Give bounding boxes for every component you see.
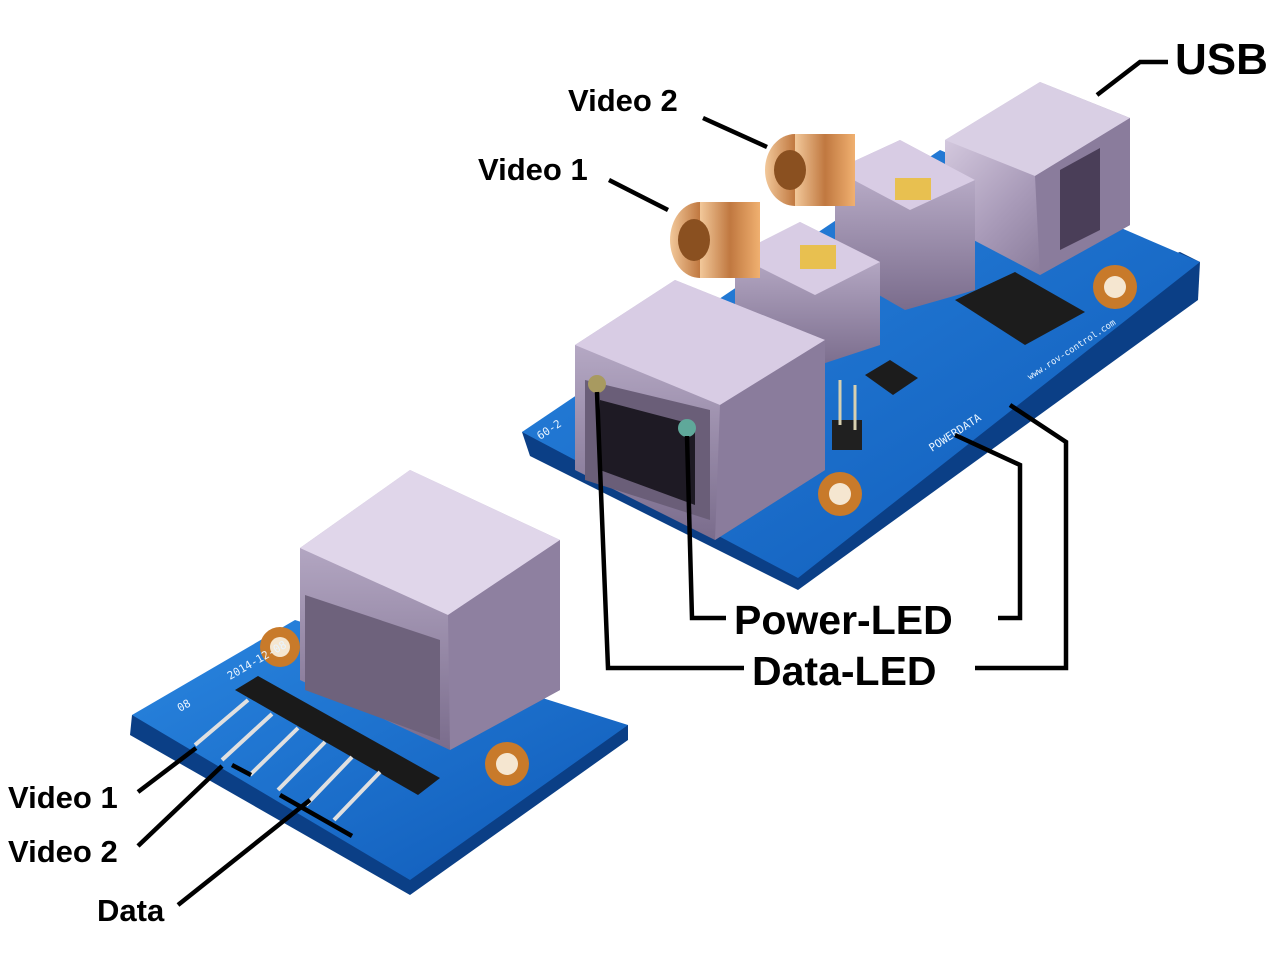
leader-lines: [136, 59, 1168, 907]
label-top-video-2: Video 2: [568, 83, 678, 118]
mounting-hole: [1093, 265, 1137, 309]
leader-bottom-video-1: [136, 746, 198, 794]
leader-top-video-1: [607, 177, 670, 213]
main-board: POWERDATA www.rov-control.com 60-2: [522, 82, 1200, 590]
leader-bottom-video-2-tick: [230, 763, 253, 777]
leader-bottom-data: [176, 798, 312, 907]
small-board: 2014-12-08 08: [130, 470, 628, 895]
leader-bottom-video-2: [136, 764, 224, 848]
pin-header: [832, 380, 862, 450]
label-bottom-video-1: Video 1: [8, 780, 118, 815]
label-bottom-data: Data: [97, 893, 165, 928]
leader-data-led-board: [975, 403, 1069, 671]
power-led-indicator: [678, 419, 696, 437]
pin-header-strip: [193, 676, 440, 822]
leader-power-led-board: [954, 432, 1023, 621]
label-bottom-video-2: Video 2: [8, 834, 118, 869]
data-led-indicator: [588, 375, 606, 393]
mounting-hole: [260, 627, 300, 667]
mounting-hole: [818, 472, 862, 516]
rj45-jack-small: [300, 470, 560, 750]
label-top-video-1: Video 1: [478, 152, 588, 187]
usb-connector: [945, 82, 1130, 275]
regulator-chip: [865, 360, 918, 395]
leader-power-led: [684, 435, 726, 621]
leader-data-led: [594, 391, 744, 671]
label-usb: USB: [1175, 35, 1268, 84]
ic-chip: [955, 272, 1085, 345]
mounting-hole: [485, 742, 529, 786]
leader-bottom-data-tick: [278, 793, 354, 838]
leader-top-video-2: [702, 115, 768, 150]
label-power-led: Power-LED: [734, 597, 953, 643]
leader-usb: [1095, 59, 1168, 97]
small-board-id-silkscreen: 08: [175, 697, 193, 715]
rj45-jack-main: [575, 280, 825, 540]
label-data-led: Data-LED: [752, 648, 937, 694]
